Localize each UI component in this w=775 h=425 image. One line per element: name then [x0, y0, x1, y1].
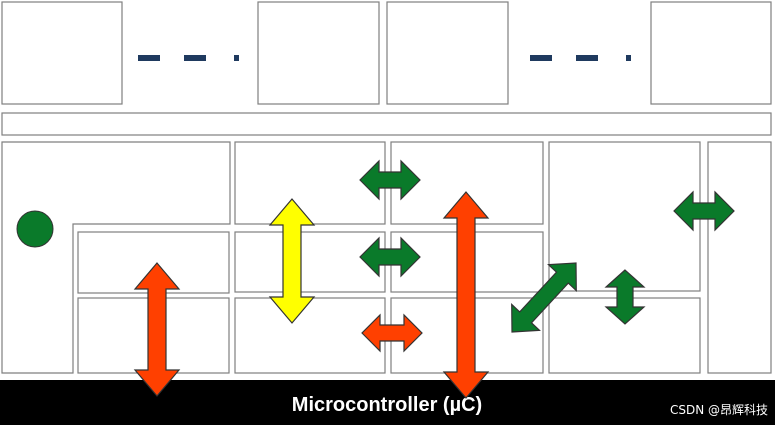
- dash-separator-right: [530, 55, 631, 61]
- top-box-1: [1, 1, 123, 105]
- yellow-arrow-vertical: [268, 198, 316, 324]
- green-circle-indicator: [16, 210, 54, 248]
- watermark-text: CSDN @昂辉科技: [670, 403, 768, 417]
- green-arrow-horizontal-top: [359, 159, 421, 201]
- microcontroller-bar: [0, 380, 775, 425]
- green-arrow-vertical-small: [604, 269, 646, 325]
- red-arrow-center-vertical: [442, 191, 490, 399]
- top-box-2: [257, 1, 380, 105]
- microcontroller-label: Microcontroller (µC): [292, 394, 482, 416]
- left-l-block: [1, 141, 231, 374]
- dash-separator-left: [138, 55, 239, 61]
- horizontal-bus-bar: [1, 112, 772, 136]
- green-arrow-horizontal-right: [673, 190, 735, 232]
- arrows-layer: [133, 159, 735, 399]
- col2-box-bottom: [234, 297, 386, 374]
- col2-box-mid: [234, 231, 386, 293]
- green-arrow-diagonal: [511, 262, 577, 333]
- red-arrow-left-vertical: [133, 262, 181, 397]
- top-box-3: [386, 1, 509, 105]
- top-box-4: [650, 1, 772, 105]
- col5-box-tall: [707, 141, 772, 374]
- green-arrow-horizontal-mid: [359, 236, 421, 278]
- red-arrow-horizontal: [361, 313, 423, 353]
- col2-box-top: [234, 141, 386, 225]
